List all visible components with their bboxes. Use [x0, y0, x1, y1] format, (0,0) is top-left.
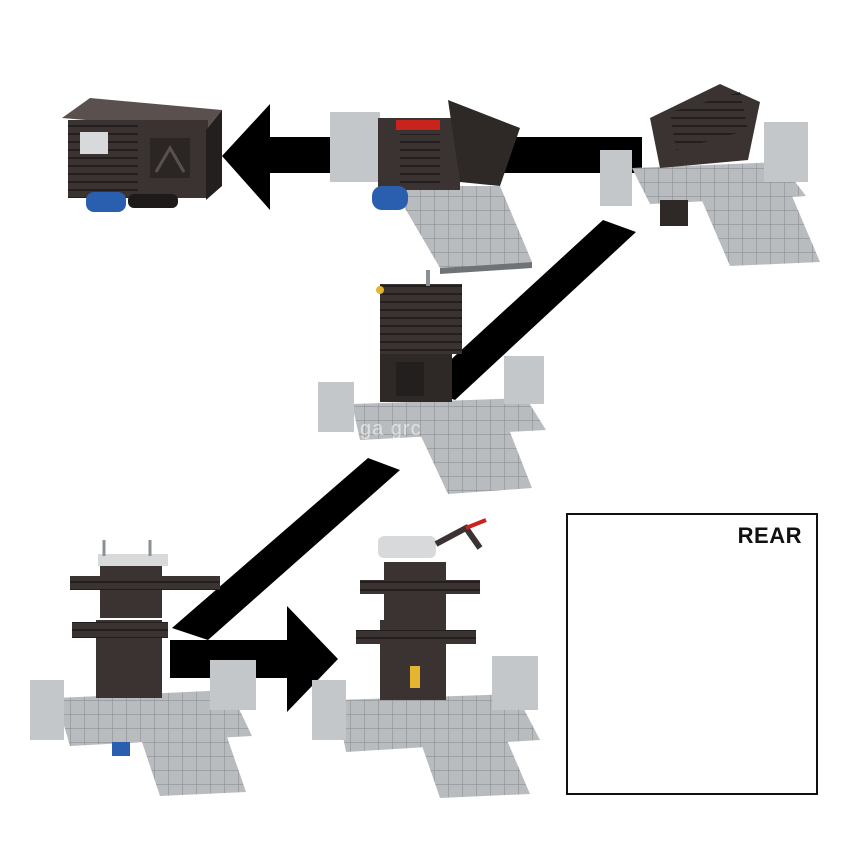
model-stage-with-arm [312, 518, 540, 798]
rear-label: REAR [737, 523, 802, 548]
model-stage-unfolded [600, 84, 820, 266]
arrow-diagonal-upper-icon [420, 220, 636, 400]
rear-view-frame: REAR [566, 513, 818, 795]
model-stage-opening [330, 100, 532, 274]
model-stage-full-base [30, 540, 256, 796]
model-stage-cube [62, 98, 222, 212]
model-stage-tower [318, 270, 546, 494]
watermark: ga grc [360, 418, 422, 440]
arrow-diagonal-lower-icon [172, 458, 400, 640]
